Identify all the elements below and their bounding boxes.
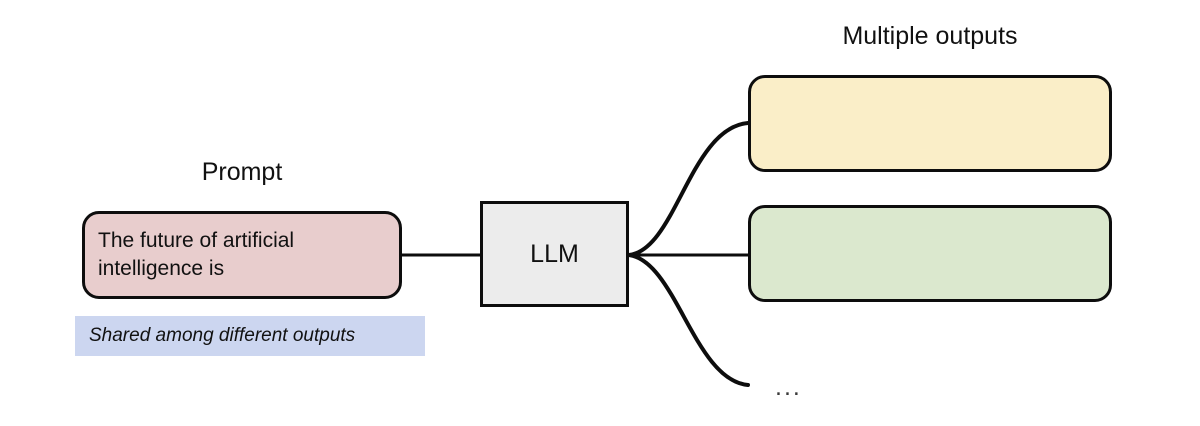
outputs-caption: Multiple outputs	[842, 22, 1018, 50]
llm-node[interactable]: LLM	[480, 201, 629, 307]
output-node-2[interactable]	[748, 205, 1112, 302]
shared-note-text: Shared among different outputs	[89, 325, 356, 346]
edge-llm-to-output-1	[627, 121, 750, 257]
prompt-caption: Prompt	[201, 158, 283, 186]
llm-label: LLM	[530, 239, 579, 268]
prompt-node[interactable]: The future of artificial intelligence is	[82, 211, 402, 299]
shared-note-banner: Shared among different outputs	[75, 316, 425, 356]
ellipsis-label: ...	[775, 373, 802, 401]
prompt-text: The future of artificial intelligence is	[98, 229, 295, 280]
edge-llm-to-ellipsis	[627, 253, 750, 387]
output-node-1[interactable]	[748, 75, 1112, 172]
